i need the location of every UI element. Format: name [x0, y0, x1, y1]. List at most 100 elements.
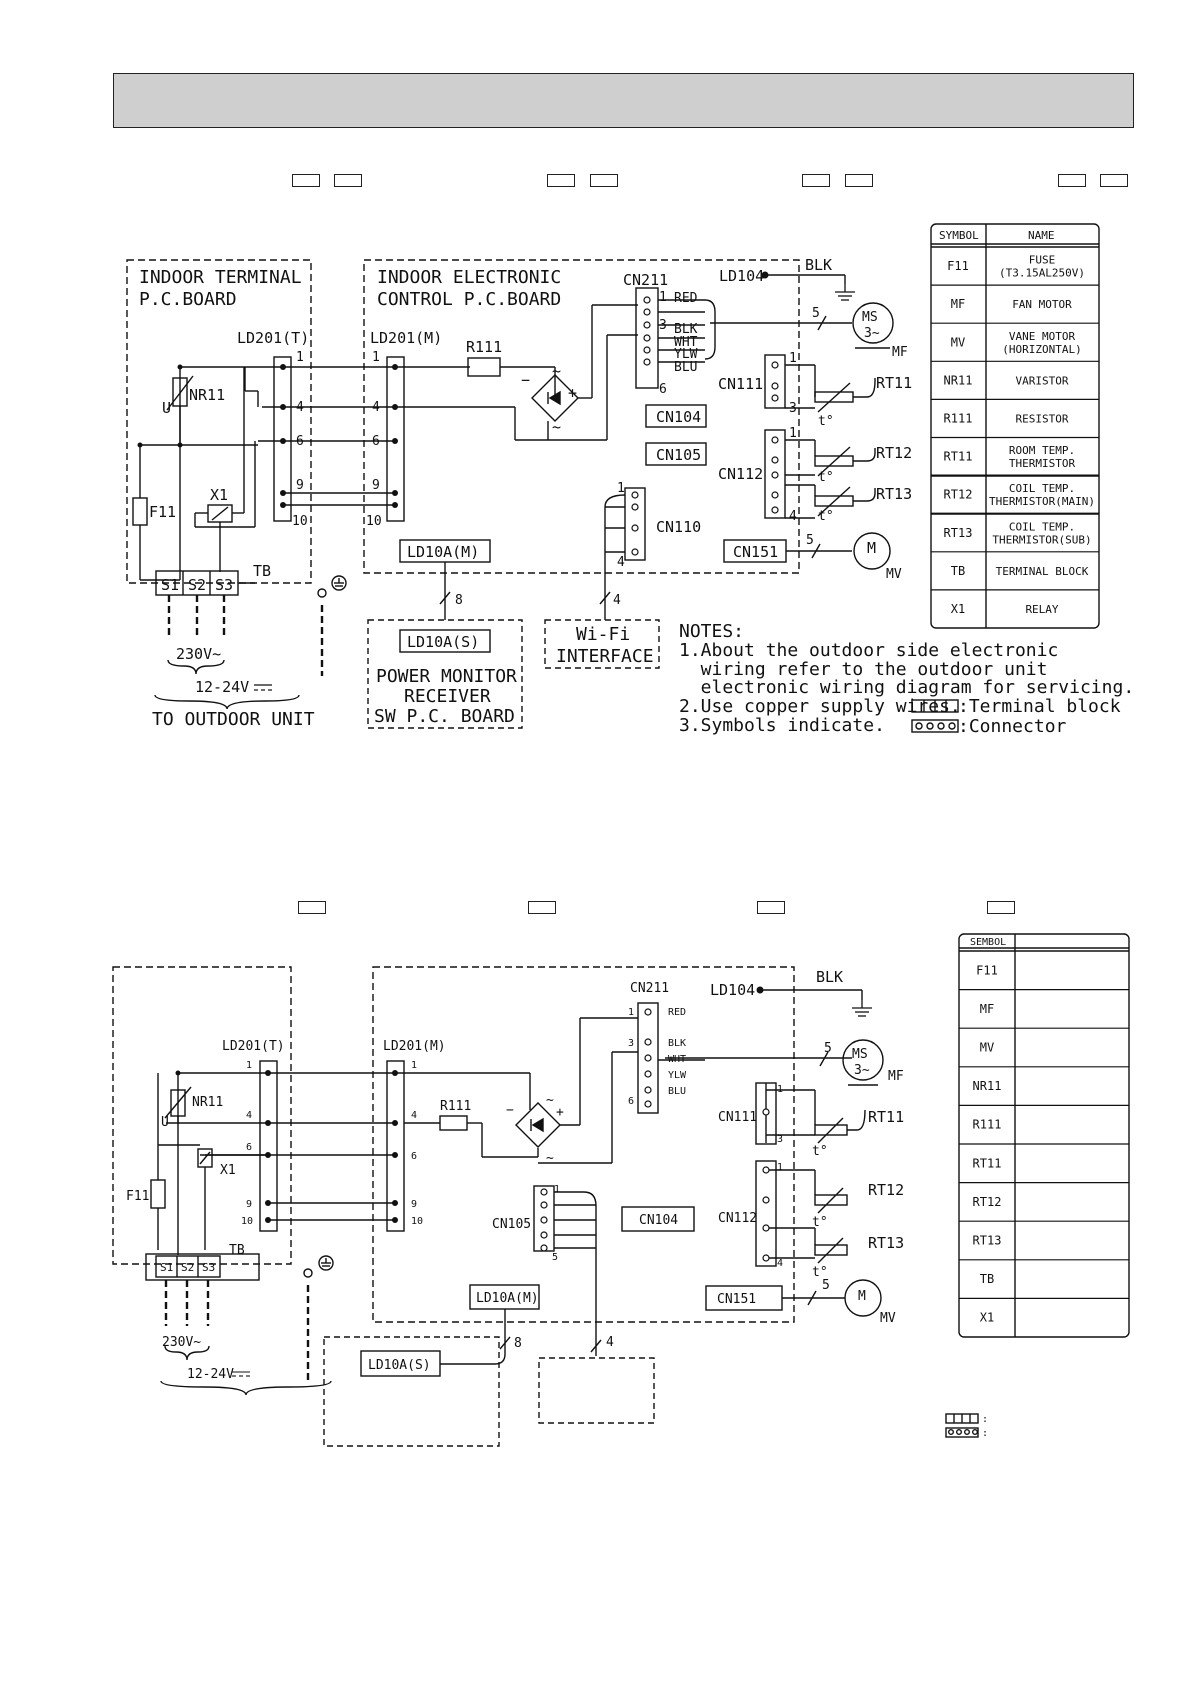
bottom-ld201t-pin-9: 9	[246, 1199, 252, 1210]
bottom-mf-label: MF	[888, 1069, 904, 1084]
bottom-rt11-t-symbol: t°	[812, 1144, 828, 1159]
model-checkbox-3b	[845, 174, 873, 187]
bottom-rectifier-ac-1: ~	[546, 1093, 554, 1108]
table-symbol-0: F11	[947, 259, 969, 273]
nr11-label: NR11	[189, 386, 225, 404]
bottom-labels: LD201(T) LD201(M) R111 NR11 U X1 F11 TB …	[126, 937, 1006, 1439]
r111-label: R111	[466, 338, 502, 356]
x1-label: X1	[210, 486, 228, 504]
indoor-terminal-board-outline	[126, 259, 312, 584]
m-label: M	[867, 539, 876, 557]
cn111-connector	[764, 354, 786, 409]
power-monitor-label-2: RECEIVER	[404, 686, 491, 707]
cn111-pin-1: 1	[789, 351, 797, 366]
bottom-rectifier-minus: −	[506, 1103, 514, 1118]
cn211-pin-3: 3	[659, 318, 667, 333]
table-symbol-6: RT12	[944, 488, 973, 502]
blk-label: BLK	[805, 256, 832, 274]
fan-wire-count: 5	[812, 306, 820, 321]
model-checkbox-5	[298, 901, 326, 914]
cn110-pin-1: 1	[617, 481, 625, 496]
table-name-0-1: (T3.15AL250V)	[999, 267, 1085, 280]
model-checkbox-2b	[590, 174, 618, 187]
top-labels: INDOOR TERMINAL P.C.BOARD INDOOR ELECTRO…	[139, 229, 1134, 737]
cn111-label: CN111	[718, 375, 763, 393]
table-name-3-0: VARISTOR	[1016, 374, 1069, 387]
bottom-ld201m-pin-4: 4	[411, 1110, 417, 1121]
table-name-9-0: RELAY	[1025, 603, 1058, 616]
notes-line-0: NOTES:	[679, 621, 744, 642]
bottom-ld201m-connector	[386, 1060, 405, 1232]
rectifier-ac-1: ~	[552, 362, 561, 380]
bottom-rt13-thermistor	[814, 1244, 848, 1256]
bottom-table-symbol-1: MF	[980, 1002, 994, 1016]
table-header-name: NAME	[1028, 229, 1055, 242]
notes-line-3: electronic wiring diagram for servicing.	[679, 677, 1134, 698]
bottom-power-monitor-outline	[323, 1336, 500, 1447]
model-checkbox-1b	[334, 174, 362, 187]
wire-blk: BLK	[674, 322, 698, 337]
power-monitor-outline	[367, 619, 523, 729]
ld201t-label: LD201(T)	[237, 329, 309, 347]
table-symbol-3: NR11	[944, 373, 973, 387]
table-name-7-1: THERMISTOR(SUB)	[992, 533, 1091, 546]
bottom-ld201t-pin-10: 10	[241, 1216, 253, 1227]
bottom-wifi-wire-count: 4	[606, 1335, 614, 1350]
connector-symbol	[911, 719, 959, 733]
bottom-cn211-pin-3: 3	[628, 1038, 634, 1049]
symbol-table-top	[930, 223, 1100, 629]
bottom-table-symbol-2: MV	[980, 1041, 994, 1055]
table-name-7-0: COIL TEMP.	[1009, 520, 1075, 533]
bottom-terminal-block	[145, 1253, 260, 1281]
bottom-table-symbol-5: RT11	[973, 1156, 1002, 1170]
table-symbol-7: RT13	[944, 526, 973, 540]
symbol-table-bottom	[958, 933, 1130, 1338]
bottom-nr11-label: NR11	[192, 1095, 223, 1110]
bottom-electronic-board-outline	[372, 966, 795, 1323]
table-name-0-0: FUSE	[1029, 254, 1056, 267]
bottom-table-symbol-7: RT13	[973, 1234, 1002, 1248]
notes-line-1: 1.About the outdoor side electronic	[679, 640, 1058, 661]
bottom-table-symbol-6: RT12	[973, 1195, 1002, 1209]
bottom-wire-blk: BLK	[668, 1038, 686, 1049]
table-symbol-4: R111	[944, 411, 973, 425]
bottom-wire-ylw: YLW	[668, 1070, 687, 1081]
cn112-pin-1: 1	[789, 426, 797, 441]
cn211-label: CN211	[623, 271, 668, 289]
bottom-rt13-t-symbol: t°	[812, 1265, 828, 1280]
rt11-t-symbol: t°	[818, 414, 834, 429]
bottom-ld201t-pin-4: 4	[246, 1110, 252, 1121]
bottom-ld104-label: LD104	[710, 981, 755, 999]
bottom-cn112-pin-4: 4	[777, 1258, 783, 1269]
bottom-terminal-block-colon: :	[982, 1414, 988, 1425]
bottom-rectifier-ac-2: ~	[546, 1151, 554, 1166]
table-symbol-9: X1	[951, 602, 965, 616]
ld10a-wire-count: 8	[455, 593, 463, 608]
bottom-cn105-pin-1: 1	[554, 1184, 560, 1195]
bottom-cn112-pin-1: 1	[777, 1162, 783, 1173]
notes-line-4: 2.Use copper supply wires.	[679, 696, 961, 717]
bottom-ms-phase-label: 3~	[854, 1063, 870, 1078]
ld201t-pin-10: 10	[292, 514, 308, 529]
table-symbol-8: TB	[951, 564, 965, 578]
ld201t-connector	[273, 356, 292, 522]
ms-label: MS	[862, 310, 878, 325]
power-monitor-label-3: SW P.C. BOARD	[374, 706, 515, 727]
wifi-label-2: INTERFACE	[556, 646, 654, 667]
bottom-cn111-label: CN111	[718, 1110, 757, 1125]
bottom-wire-blu: BLU	[668, 1086, 686, 1097]
header-banner	[113, 73, 1134, 128]
bottom-ld201t-connector	[259, 1060, 278, 1232]
rectifier-ac-2: ~	[552, 418, 561, 436]
bottom-cn104-label: CN104	[639, 1213, 678, 1228]
table-name-2-0: VANE MOTOR	[1009, 330, 1076, 343]
bottom-f11-fuse	[150, 1179, 166, 1209]
model-checkbox-6	[528, 901, 556, 914]
ld104-label: LD104	[719, 267, 764, 285]
f11-label: F11	[149, 503, 176, 521]
bottom-r111-label: R111	[440, 1099, 471, 1114]
table-symbol-2: MV	[951, 335, 965, 349]
bottom-cn105-label: CN105	[492, 1217, 531, 1232]
bottom-cn211-label: CN211	[630, 981, 669, 996]
